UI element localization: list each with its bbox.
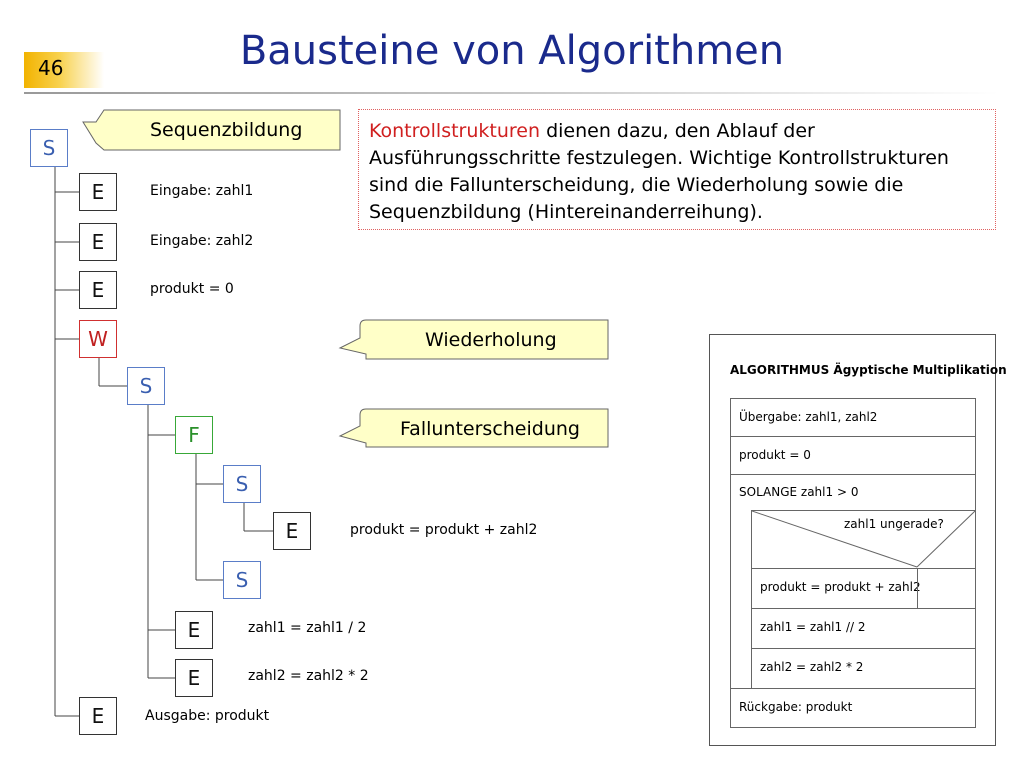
- slide-number: 46: [24, 52, 104, 88]
- callout-sequence-shape: [82, 109, 341, 151]
- callout-branch: Fallunterscheidung: [400, 418, 580, 440]
- info-text: dienen dazu, den Ablauf der Ausführungss…: [369, 120, 949, 223]
- label-halve-zahl1: zahl1 = zahl1 / 2: [248, 620, 367, 636]
- nsd-init: produkt = 0: [730, 436, 976, 475]
- node-sequence-root: S: [30, 129, 68, 167]
- label-output: Ausgabe: produkt: [145, 708, 270, 724]
- label-add-zahl2: produkt = produkt + zahl2: [350, 522, 538, 538]
- node-sequence-else: S: [223, 561, 261, 599]
- nsd-input: Übergabe: zahl1, zahl2: [730, 398, 976, 437]
- nsd-then: produkt = produkt + zahl2: [751, 568, 921, 609]
- nsd-step1: zahl1 = zahl1 // 2: [751, 608, 976, 649]
- label-init-produkt: produkt = 0: [150, 281, 234, 297]
- slide-title: Bausteine von Algorithmen: [239, 28, 785, 74]
- label-input-zahl1: Eingabe: zahl1: [150, 183, 254, 199]
- callout-sequence: Sequenzbildung: [150, 119, 303, 141]
- nsd-condition-text: zahl1 ungerade?: [844, 517, 944, 531]
- node-double-zahl2: E: [175, 659, 213, 697]
- callout-loop-shape: [338, 319, 609, 360]
- label-double-zahl2: zahl2 = zahl2 * 2: [248, 668, 369, 684]
- node-add-zahl2: E: [273, 512, 311, 550]
- node-input-zahl1: E: [79, 173, 117, 211]
- nsd-else: [917, 568, 976, 609]
- info-box: Kontrollstrukturen dienen dazu, den Abla…: [358, 109, 996, 230]
- nsd-condition-lines: [752, 511, 975, 568]
- callout-loop: Wiederholung: [425, 329, 557, 351]
- node-input-zahl2: E: [79, 223, 117, 261]
- struktogramm-title: ALGORITHMUS Ägyptische Multiplikation: [730, 363, 1007, 377]
- slide-number-text: 46: [38, 56, 64, 80]
- node-halve-zahl1: E: [175, 611, 213, 649]
- nsd-step2: zahl2 = zahl2 * 2: [751, 648, 976, 689]
- node-init-produkt: E: [79, 271, 117, 309]
- title-underline: [24, 92, 999, 94]
- node-sequence-loop: S: [127, 367, 165, 405]
- node-branch: F: [175, 416, 213, 454]
- node-loop: W: [79, 320, 117, 358]
- callout-branch-shape: [338, 408, 609, 448]
- info-highlight: Kontrollstrukturen: [369, 120, 541, 142]
- node-sequence-then: S: [223, 465, 261, 503]
- nsd-condition: zahl1 ungerade?: [751, 510, 976, 569]
- node-output: E: [79, 697, 117, 735]
- struktogramm: ALGORITHMUS Ägyptische Multiplikation Üb…: [709, 334, 1007, 746]
- nsd-output: Rückgabe: produkt: [730, 688, 976, 728]
- label-input-zahl2: Eingabe: zahl2: [150, 233, 254, 249]
